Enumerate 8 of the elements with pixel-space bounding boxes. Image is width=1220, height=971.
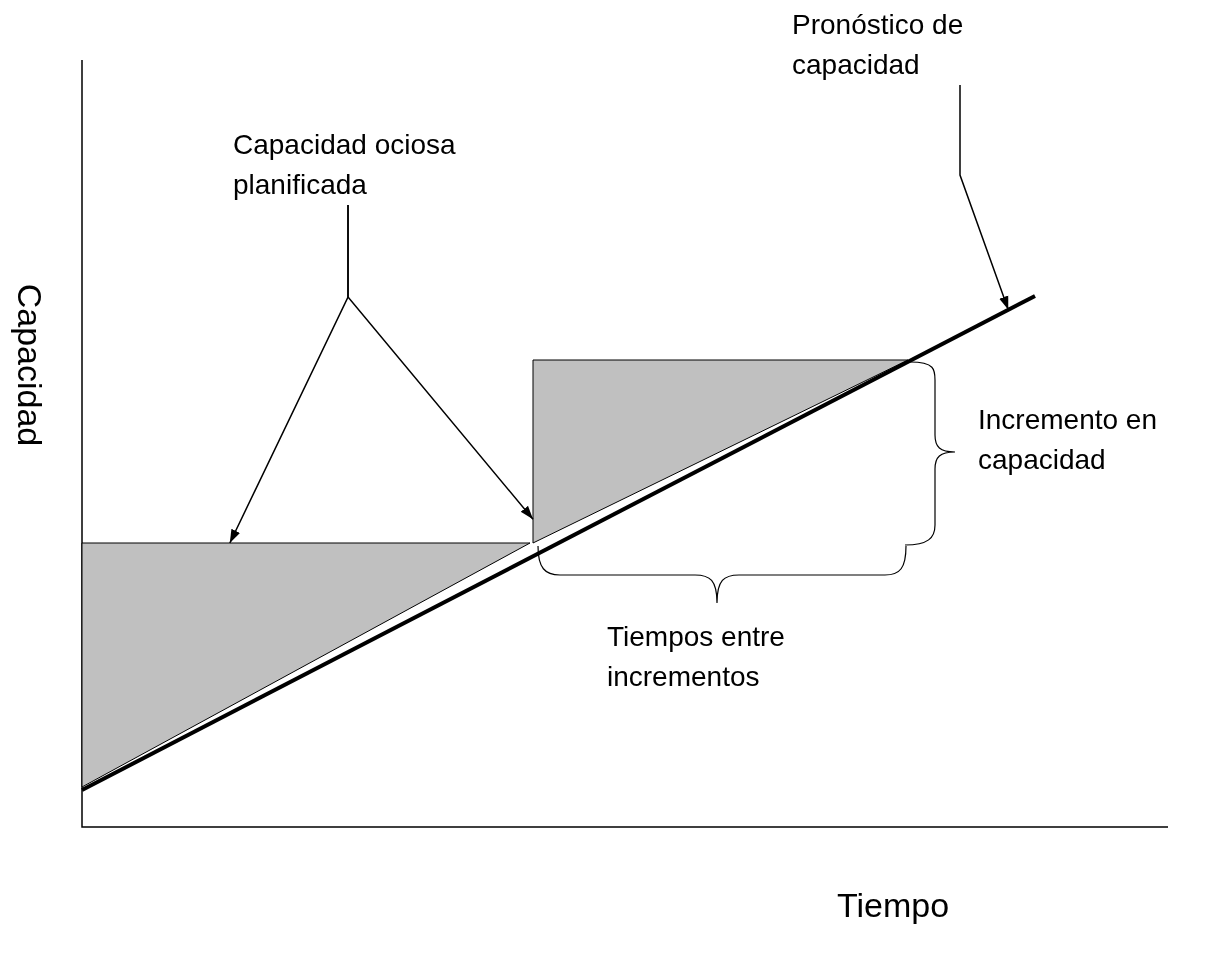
axis-title: Tiempo — [835, 885, 951, 925]
annotation-text: Incremento en capacidad — [978, 403, 1158, 477]
axis-title: Capacidad — [10, 282, 50, 449]
leader-arrow — [959, 84, 1010, 311]
annotation-text: Pronóstico de capacidad — [792, 5, 1032, 85]
leader-arrow — [347, 204, 534, 520]
annotation-text: Tiempos entre incrementos — [607, 620, 786, 694]
annotation-text: Capacidad ociosa planificada — [233, 125, 553, 205]
